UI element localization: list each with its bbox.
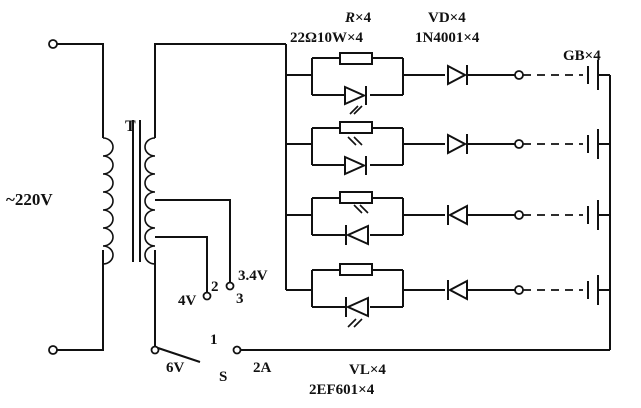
resistor-2: [339, 121, 373, 134]
secondary-taps: [150, 43, 286, 355]
switch-terminal: [232, 345, 242, 355]
tap-6v-label: 6V: [166, 360, 185, 376]
output-terminal-2: [514, 139, 524, 149]
secondary-top-lead: [154, 43, 286, 138]
resistor-symbol: R: [344, 10, 355, 26]
switch-position-1-label: 1: [210, 332, 218, 348]
transformer-label: T: [125, 118, 136, 135]
led-1: [344, 85, 367, 115]
resistor-spec-label: 22Ω10W×4: [290, 30, 364, 46]
primary-winding: [102, 137, 114, 265]
channel-2: [286, 121, 610, 176]
output-terminal-4: [514, 285, 524, 295]
diode-4: [447, 279, 468, 301]
switch-name-label: S: [219, 369, 227, 385]
primary-lead-bottom: [57, 250, 104, 351]
led-4: [345, 296, 369, 328]
diode-label: VD×4: [428, 10, 466, 26]
battery-label: GB×4: [563, 48, 601, 64]
tap-3-terminal: [225, 281, 235, 291]
current-label: 2A: [253, 360, 272, 376]
output-terminal-3: [514, 210, 524, 220]
led-label: VL×4: [349, 362, 386, 378]
channel-2-wiring: [286, 127, 515, 166]
tap-3-label: 3: [236, 291, 244, 307]
tap-6v-terminal: [150, 345, 160, 355]
battery-4: [587, 275, 610, 305]
output-terminal-1: [514, 70, 524, 80]
tap-2-lead: [155, 236, 208, 292]
switch-blade[interactable]: [157, 347, 201, 363]
transformer-t: [102, 120, 156, 265]
primary-lead-top: [57, 43, 104, 138]
diode-3: [447, 204, 468, 226]
battery-3: [587, 200, 610, 230]
resistor-1: [339, 52, 373, 65]
tap-3-lead: [155, 199, 231, 282]
channel-3-wiring: [286, 197, 515, 236]
secondary-winding: [144, 137, 156, 265]
resistor-group-label: R×4: [344, 10, 372, 26]
resistor-3: [339, 191, 373, 204]
mains-terminal-top: [48, 39, 58, 49]
tap-2-label: 2: [211, 279, 219, 295]
diode-spec-label: 1N4001×4: [415, 30, 480, 46]
switch-s[interactable]: [157, 345, 610, 363]
tap-3-4v-label: 3.4V: [238, 268, 268, 284]
diode-2: [447, 133, 468, 155]
led-spec-label: 2EF601×4: [309, 382, 375, 398]
tap-4v-label: 4V: [178, 293, 197, 309]
resistor-4: [339, 263, 373, 276]
channel-4-wiring: [286, 269, 515, 308]
channel-1: [286, 52, 610, 115]
channel-1-wiring: [286, 57, 515, 96]
led-2: [344, 136, 367, 176]
battery-1: [587, 60, 610, 90]
battery-2: [587, 129, 610, 159]
diode-1: [447, 64, 468, 86]
mains-input: [48, 39, 104, 355]
channel-3: [286, 191, 610, 246]
led-3: [345, 204, 369, 246]
resistor-count: ×4: [355, 10, 372, 26]
tap-2-terminal: [202, 291, 212, 301]
mains-terminal-bottom: [48, 345, 58, 355]
mains-voltage-label: ~220V: [6, 190, 53, 209]
channel-4: [286, 263, 610, 328]
